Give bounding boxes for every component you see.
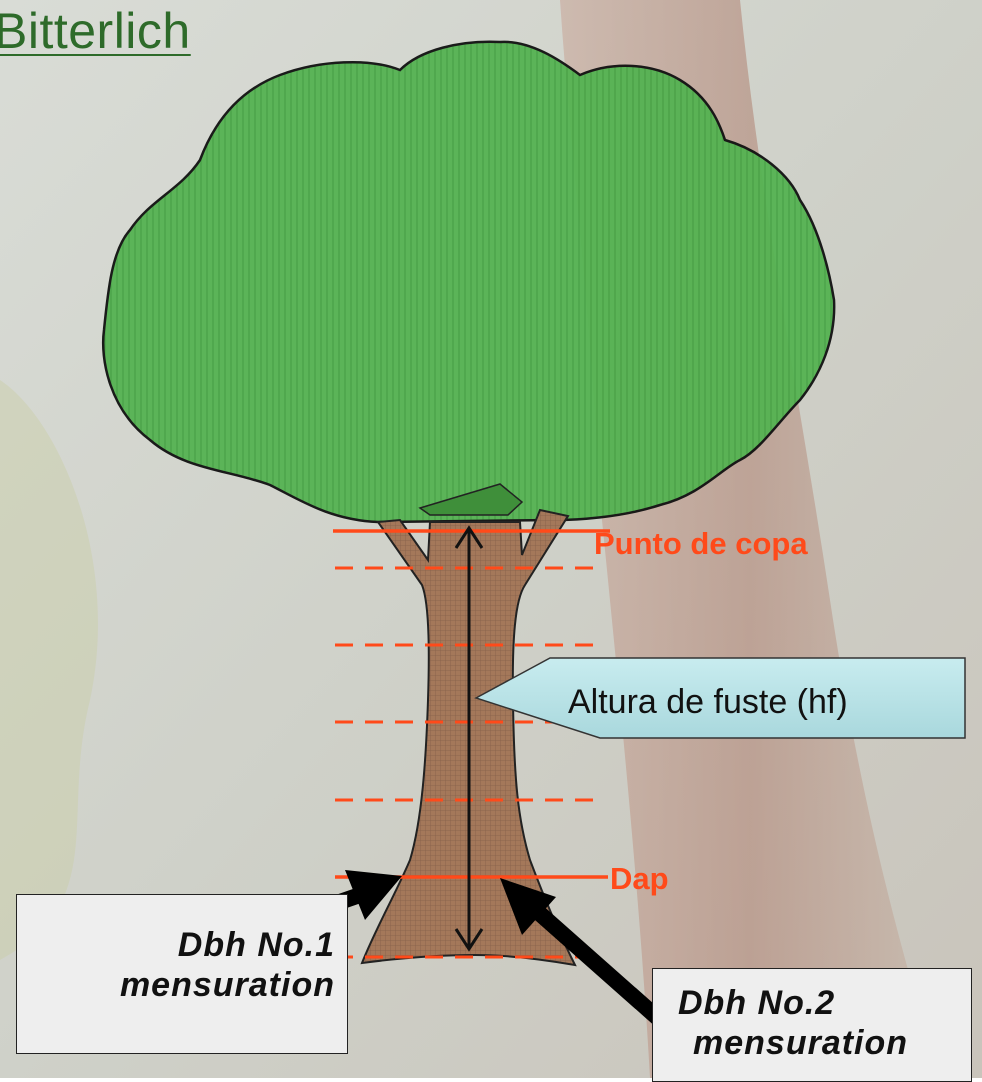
dbh-label: Dap [610,861,669,897]
crown-point-label: Punto de copa [594,526,808,562]
dbh-2-title: Dbh No.2 [653,969,971,1023]
dbh-1-box: Dbh No.1 mensuration [16,894,348,1054]
dbh-1-subtitle: mensuration [17,965,347,1005]
page-title: Bitterlich [0,2,191,60]
dbh-2-subtitle: mensuration [653,1023,971,1063]
dbh-1-title: Dbh No.1 [17,895,347,965]
dbh-2-box: Dbh No.2 mensuration [652,968,972,1082]
stem-height-label: Altura de fuste (hf) [568,683,848,722]
